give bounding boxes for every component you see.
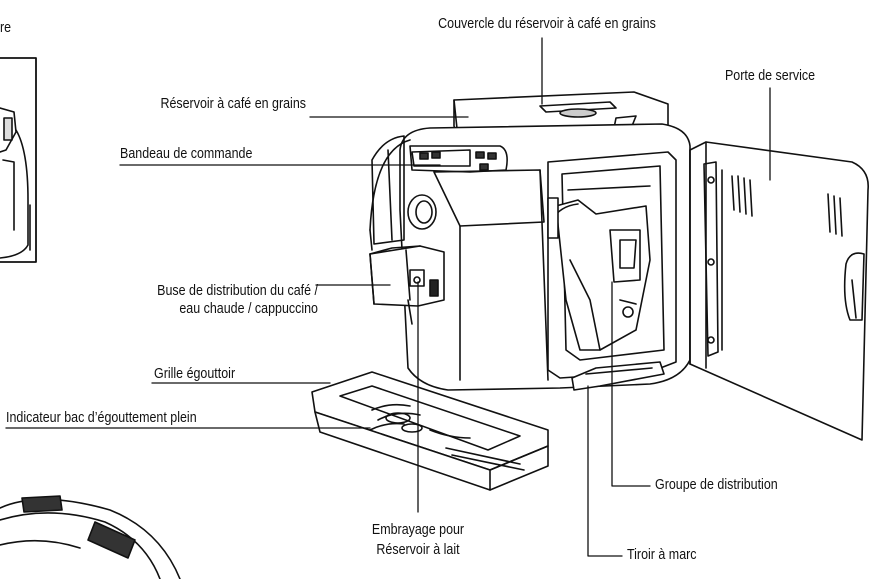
leader-groupe — [611, 281, 651, 487]
label-grille: Grille égouttoir — [154, 366, 236, 382]
inset-bottom-left — [0, 495, 181, 580]
label-embrayage-line2: Réservoir à lait — [376, 542, 460, 558]
label-tiroir: Tiroir à marc — [627, 547, 697, 563]
label-porte: Porte de service — [724, 68, 816, 84]
leader-lines — [5, 37, 771, 557]
label-buse-line2: eau chaude / cappuccino — [179, 301, 318, 317]
label-bandeau: Bandeau de commande — [120, 146, 253, 162]
label-embrayage-line1: Embrayage pour — [371, 522, 465, 538]
label-cropped-top: re — [0, 20, 12, 36]
drip-tray — [311, 371, 549, 491]
label-reservoir: Réservoir à café en grains — [160, 96, 306, 112]
inset-top-left — [0, 57, 37, 263]
label-couvercle: Couvercle du réservoir à café en grains — [438, 16, 656, 32]
machine-body — [369, 91, 691, 391]
label-buse-line1: Buse de distribution du café / — [157, 283, 318, 299]
service-door — [689, 141, 869, 441]
leader-tiroir — [587, 385, 623, 557]
label-groupe: Groupe de distribution — [655, 477, 778, 493]
label-indicateur: Indicateur bac d’égouttement plein — [6, 410, 197, 426]
